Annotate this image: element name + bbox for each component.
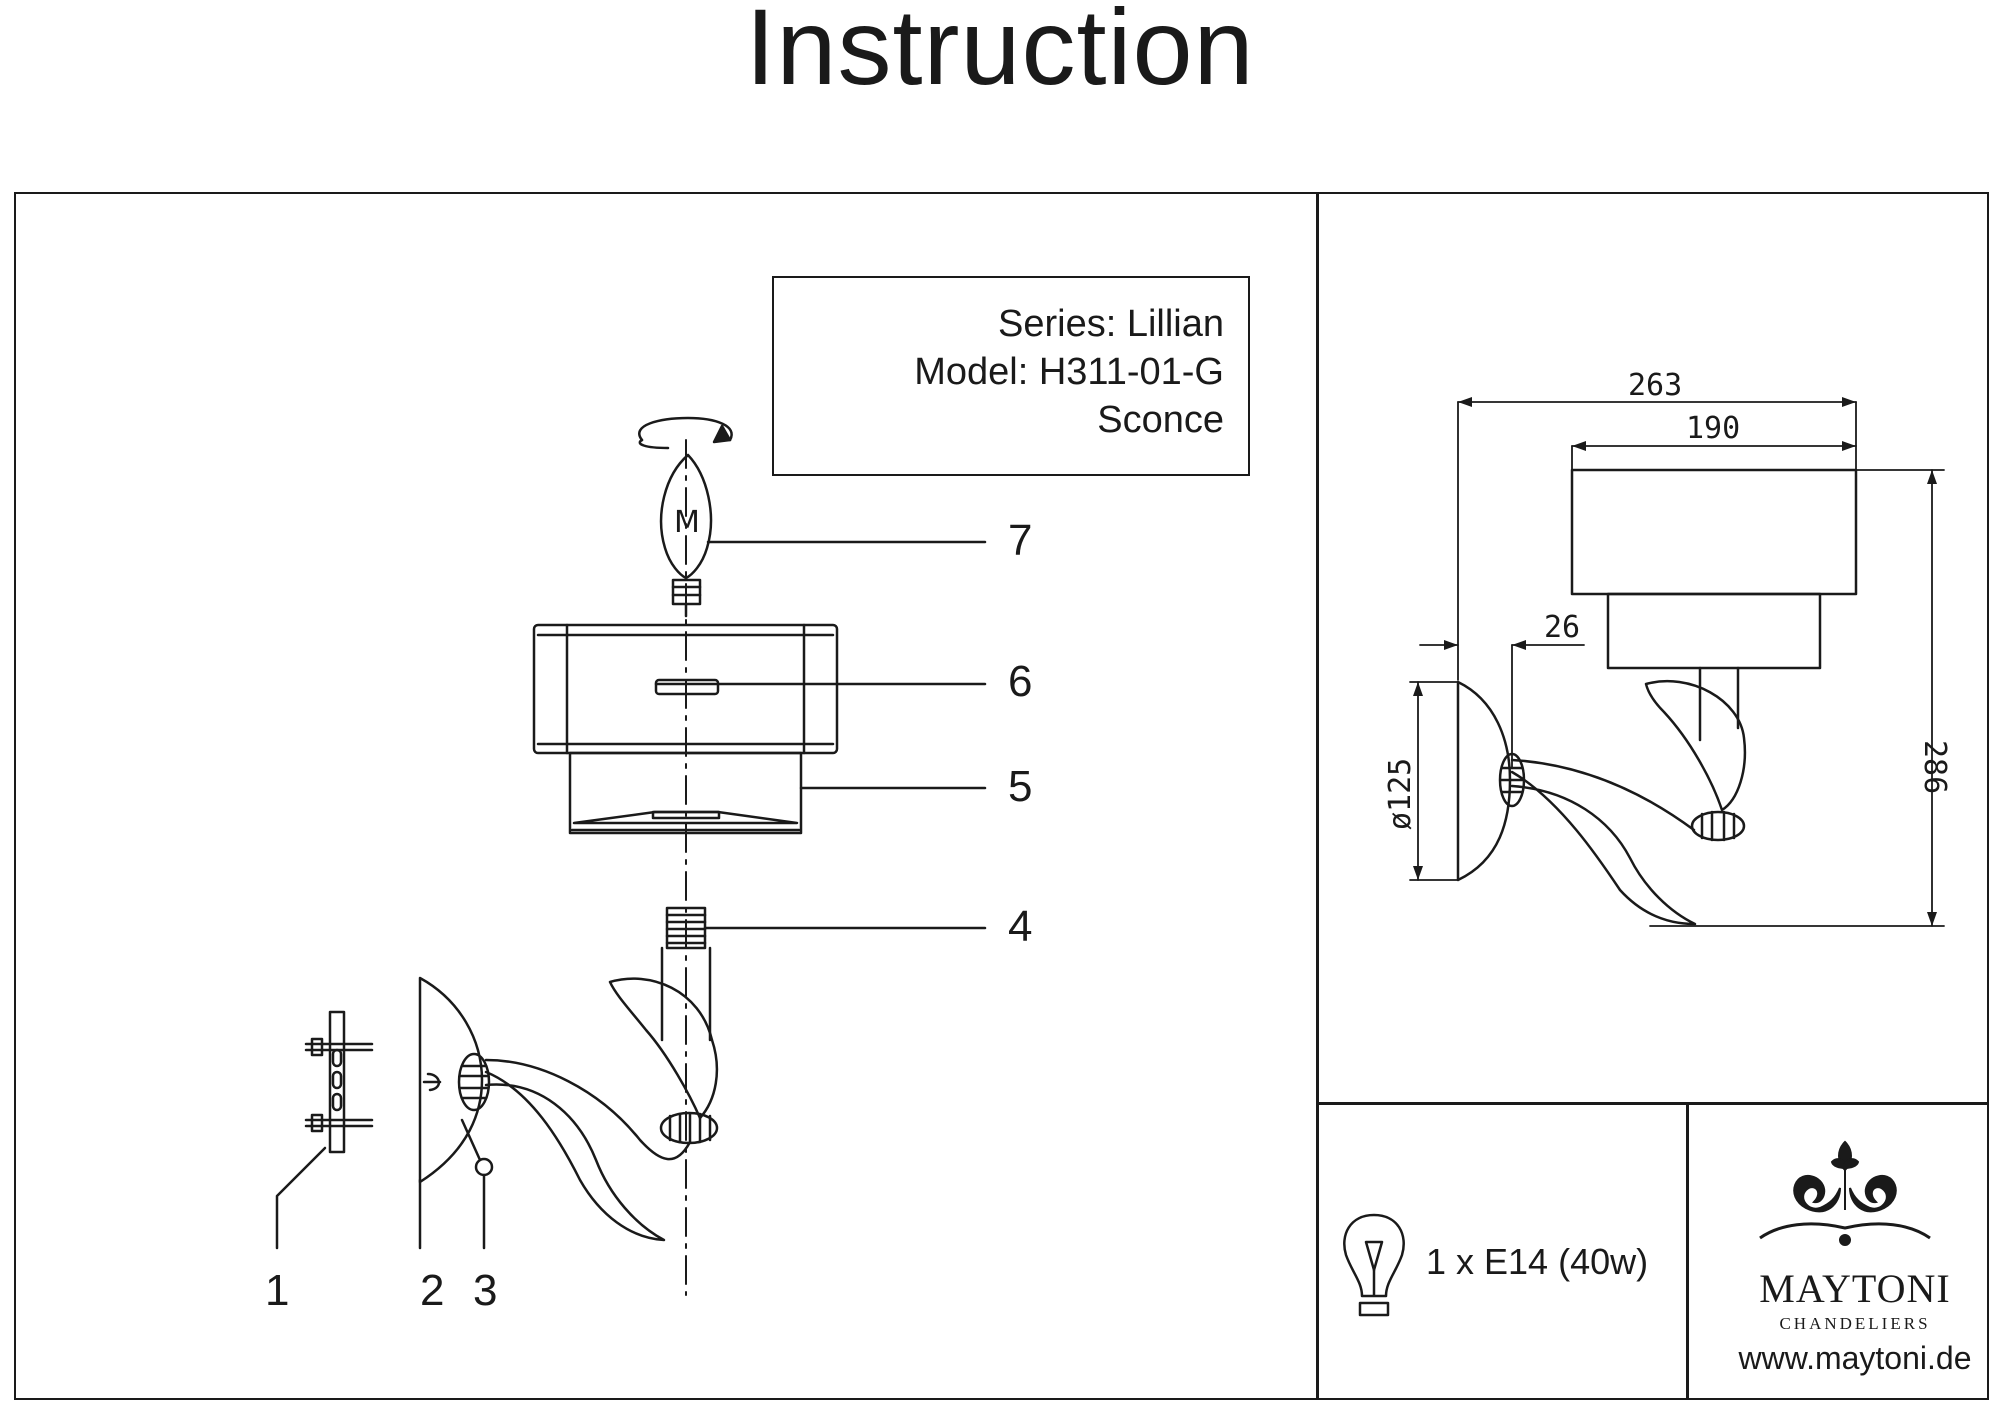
lightbulb-icon <box>1343 1213 1405 1317</box>
dimension-drawing <box>1409 401 1945 927</box>
info-box: Series: Lillian Model: H311-01-G Sconce <box>772 276 1250 476</box>
shade-illustration <box>532 623 839 835</box>
page-title: Instruction <box>745 0 1255 107</box>
svg-text:M: M <box>674 505 700 540</box>
frame-divider-bottom <box>1686 1102 1689 1400</box>
backplate-illustration <box>418 976 494 1184</box>
dim-total-depth: 263 <box>1628 368 1682 403</box>
model-label: Model: H311-01-G <box>914 351 1224 393</box>
type-label: Sconce <box>1097 399 1224 441</box>
part-number-5: 5 <box>1008 762 1033 811</box>
bulb-illustration: M <box>638 416 733 618</box>
brand-logo-ornament <box>1759 1140 1931 1246</box>
dim-height: 286 <box>1917 740 1952 794</box>
sconce-arm-illustration <box>484 977 719 1242</box>
frame-divider-vertical <box>1316 192 1319 1400</box>
outer-frame <box>14 192 1989 1400</box>
brand-website: www.maytoni.de <box>1738 1340 1972 1376</box>
part-number-1: 1 <box>265 1266 290 1315</box>
part-number-2: 2 <box>420 1266 445 1315</box>
part-number-6: 6 <box>1008 657 1033 706</box>
dim-shade-diameter: 190 <box>1686 411 1740 446</box>
part-number-4: 4 <box>1008 902 1033 951</box>
lamp-spec: 1 x E14 (40w) <box>1426 1241 1649 1282</box>
series-label: Series: Lillian <box>998 303 1224 345</box>
dim-backplate-offset: 26 <box>1544 610 1580 645</box>
mounting-bracket-illustration <box>304 1010 374 1154</box>
dim-backplate-diameter: ø125 <box>1383 758 1418 830</box>
part-number-7: 7 <box>1008 516 1033 565</box>
part-number-3: 3 <box>473 1266 498 1315</box>
brand-name: MAYTONI <box>1759 1266 1951 1311</box>
frame-divider-horizontal <box>1316 1102 1989 1105</box>
brand-subtitle: CHANDELIERS <box>1779 1314 1931 1333</box>
